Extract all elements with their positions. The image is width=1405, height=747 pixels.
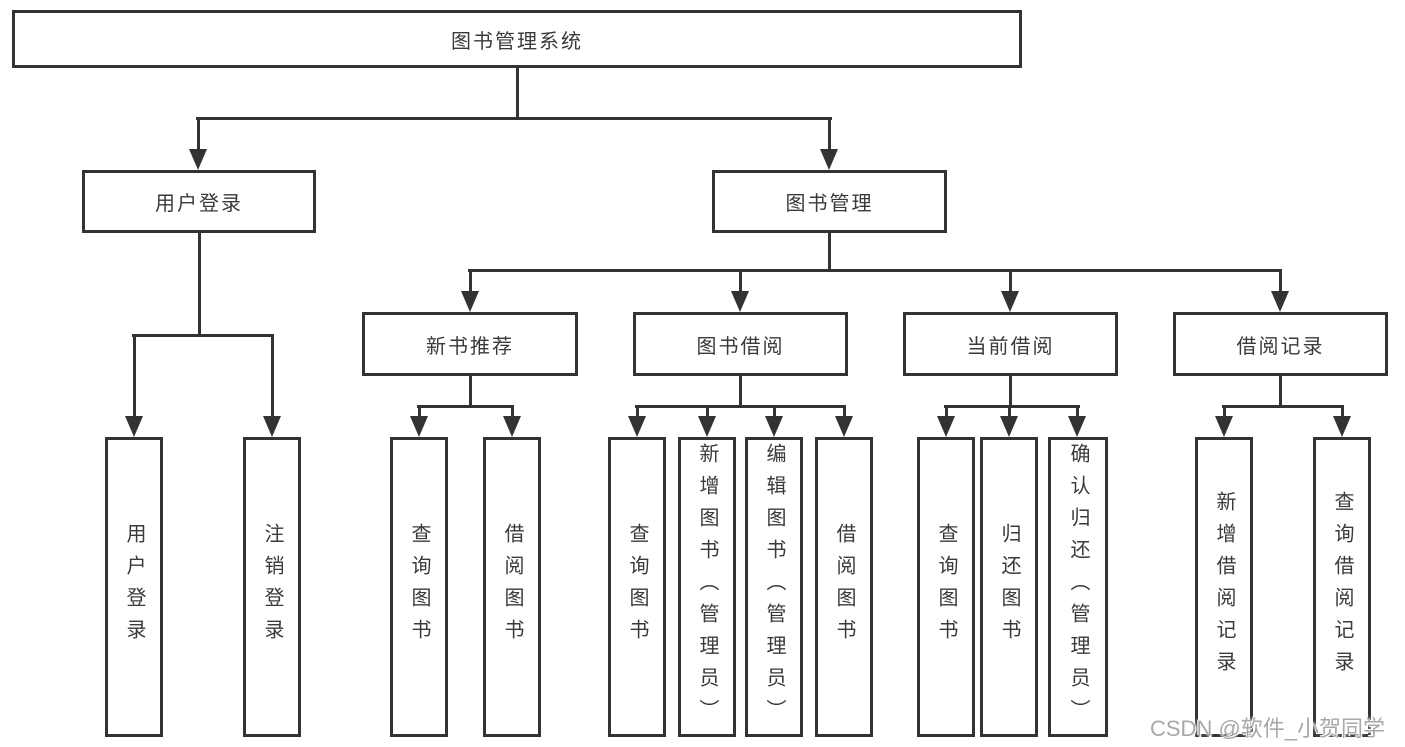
connector-line (635, 405, 846, 408)
node-new-book-recommend: 新书推荐 (362, 312, 578, 376)
node-label: 用户登录 (155, 193, 243, 215)
connector-line (516, 68, 519, 119)
node-book-management: 图书管理 (712, 170, 947, 233)
arrow-down-icon (628, 416, 646, 437)
connector-line (828, 117, 831, 151)
leaf-label: 查询图书 (935, 523, 957, 651)
leaf-label: 查询图书 (626, 523, 648, 651)
connector-line (843, 405, 846, 418)
connector-line (1008, 405, 1011, 418)
arrow-down-icon (410, 416, 428, 437)
arrow-down-icon (125, 416, 143, 437)
connector-line (196, 117, 832, 120)
node-label: 借阅记录 (1236, 335, 1325, 358)
leaf-query-books-current: 查询图书 (917, 437, 975, 737)
leaf-label: 借阅图书 (833, 523, 855, 651)
leaf-label: 查询借阅记录 (1331, 491, 1353, 683)
leaf-user-login: 用户登录 (105, 437, 163, 737)
connector-line (1076, 405, 1079, 418)
connector-line (1341, 405, 1344, 418)
connector-line (271, 334, 274, 420)
connector-line (417, 405, 514, 408)
leaf-add-borrow-record: 新增借阅记录 (1195, 437, 1253, 737)
leaf-confirm-return-admin: 确认归还（管理员） (1048, 437, 1108, 737)
connector-line (636, 405, 639, 418)
node-label: 当前借阅 (966, 335, 1055, 358)
arrow-down-icon (731, 291, 749, 312)
leaf-label: 新增图书（管理员） (696, 443, 718, 731)
connector-line (739, 269, 742, 293)
arrow-down-icon (765, 416, 783, 437)
leaf-query-books-recommend: 查询图书 (390, 437, 448, 737)
leaf-add-book-admin: 新增图书（管理员） (678, 437, 736, 737)
arrow-down-icon (937, 416, 955, 437)
leaf-label: 用户登录 (123, 523, 145, 651)
connector-line (1279, 376, 1282, 408)
leaf-label: 借阅图书 (501, 523, 523, 651)
arrow-down-icon (503, 416, 521, 437)
arrow-down-icon (835, 416, 853, 437)
connector-line (511, 405, 514, 418)
connector-line (469, 376, 472, 408)
arrow-down-icon (820, 149, 838, 170)
connector-line (706, 405, 709, 418)
node-borrowing-records: 借阅记录 (1173, 312, 1388, 376)
connector-line (1222, 405, 1344, 408)
arrow-down-icon (1068, 416, 1086, 437)
leaf-query-borrow-record: 查询借阅记录 (1313, 437, 1371, 737)
connector-line (418, 405, 421, 418)
leaf-label: 确认归还（管理员） (1067, 443, 1089, 731)
leaf-logout: 注销登录 (243, 437, 301, 737)
connector-line (945, 405, 948, 418)
arrow-down-icon (1333, 416, 1351, 437)
connector-line (1009, 269, 1012, 293)
leaf-borrow-books-recommend: 借阅图书 (483, 437, 541, 737)
connector-line (197, 117, 200, 151)
connector-line (198, 233, 201, 337)
leaf-borrow-books-borrowing: 借阅图书 (815, 437, 873, 737)
connector-line (132, 334, 274, 337)
node-library-management-system: 图书管理系统 (12, 10, 1022, 68)
connector-line (133, 334, 136, 420)
node-user-login: 用户登录 (82, 170, 316, 233)
connector-line (469, 269, 472, 293)
csdn-watermark: CSDN @软件_小贺同学 (1150, 716, 1386, 741)
node-label: 图书借阅 (696, 335, 785, 358)
connector-line (944, 405, 1080, 408)
connector-line (773, 405, 776, 418)
leaf-label: 归还图书 (998, 523, 1020, 651)
arrow-down-icon (461, 291, 479, 312)
arrow-down-icon (1001, 291, 1019, 312)
leaf-label: 编辑图书（管理员） (763, 443, 785, 731)
connector-line (739, 376, 742, 408)
leaf-edit-book-admin: 编辑图书（管理员） (745, 437, 803, 737)
arrow-down-icon (698, 416, 716, 437)
connector-line (1279, 269, 1282, 293)
arrow-down-icon (189, 149, 207, 170)
connector-line (468, 269, 1282, 272)
arrow-down-icon (1000, 416, 1018, 437)
leaf-query-books-borrowing: 查询图书 (608, 437, 666, 737)
leaf-label: 查询图书 (408, 523, 430, 651)
arrow-down-icon (263, 416, 281, 437)
node-current-borrowing: 当前借阅 (903, 312, 1118, 376)
connector-line (828, 233, 831, 272)
leaf-label: 新增借阅记录 (1213, 491, 1235, 683)
leaf-return-book: 归还图书 (980, 437, 1038, 737)
node-label: 图书管理 (785, 193, 874, 215)
node-book-borrowing: 图书借阅 (633, 312, 848, 376)
connector-line (1223, 405, 1226, 418)
node-label: 图书管理系统 (451, 30, 583, 53)
leaf-label: 注销登录 (261, 523, 283, 651)
arrow-down-icon (1271, 291, 1289, 312)
arrow-down-icon (1215, 416, 1233, 437)
connector-line (1009, 376, 1012, 408)
node-label: 新书推荐 (426, 335, 514, 358)
